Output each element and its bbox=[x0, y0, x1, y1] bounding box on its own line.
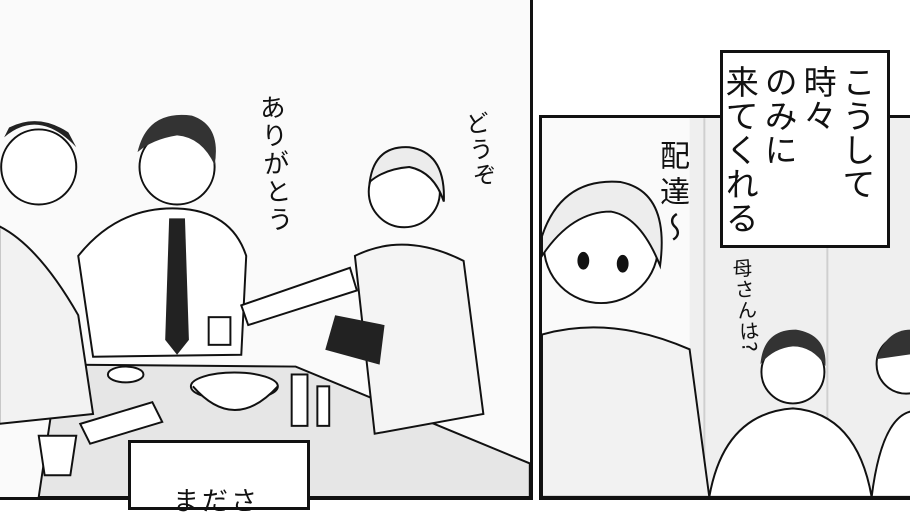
narration-line: 来てくれる bbox=[720, 65, 760, 235]
sfx-haitatsu: 配達〜 bbox=[654, 140, 689, 248]
caption-box: まださ bbox=[128, 440, 310, 517]
narration-line: こうして時々 bbox=[798, 65, 876, 201]
caption-text: まださ bbox=[173, 487, 261, 517]
dinner-table-illustration bbox=[0, 114, 530, 497]
panel-dinner-table: ありがとう どうぞ bbox=[0, 0, 533, 500]
narration-text: こうして時々 のみに 来てくれる bbox=[719, 65, 876, 245]
narration-box: こうして時々 のみに 来てくれる bbox=[720, 50, 890, 248]
narration-line: のみに bbox=[759, 65, 799, 167]
